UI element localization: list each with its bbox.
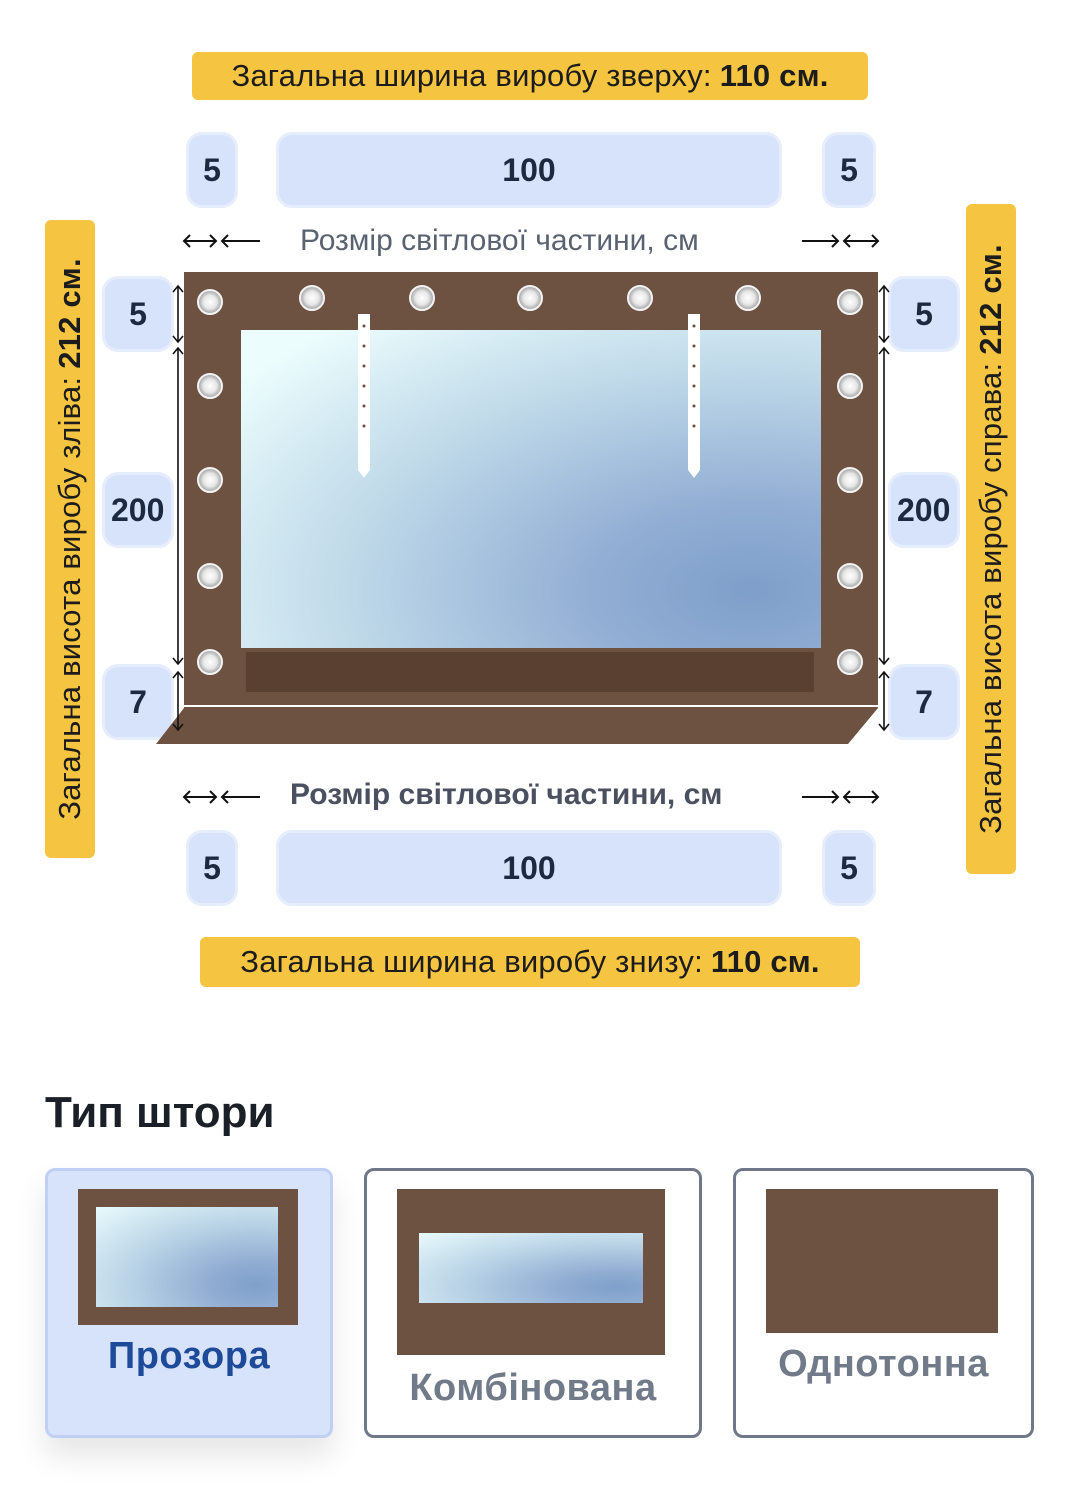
option-solid-label: Однотонна xyxy=(778,1343,989,1385)
option-combined-label: Комбінована xyxy=(409,1367,657,1409)
option-combined[interactable]: Комбінована xyxy=(364,1168,702,1438)
bottom-left-dim-field[interactable]: 5 xyxy=(186,830,238,906)
top-width-label-text: Загальна ширина виробу зверху: xyxy=(231,58,712,93)
left-bottom-dim-field[interactable]: 7 xyxy=(102,664,174,740)
light-part-caption-bottom: Розмір світлової частини, см xyxy=(284,772,729,818)
right-middle-dim-field[interactable]: 200 xyxy=(888,472,960,548)
curtain-type-title: Тип штори xyxy=(45,1088,275,1137)
top-right-arrows xyxy=(802,234,880,248)
mirror-illustration xyxy=(156,272,890,744)
top-center-dim-field[interactable]: 100 xyxy=(276,132,782,208)
bottom-right-arrows xyxy=(802,790,880,804)
right-top-dim-field[interactable]: 5 xyxy=(888,276,960,352)
left-height-label-value: 212 см. xyxy=(52,258,87,369)
light-part-caption-top: Розмір світлової частини, см xyxy=(294,218,705,264)
left-height-label-text: Загальна висота виробу зліва: xyxy=(52,376,87,820)
option-transparent-label: Прозора xyxy=(107,1335,271,1377)
top-left-arrows xyxy=(182,234,260,248)
combined-preview xyxy=(397,1189,665,1355)
option-transparent[interactable]: Прозора xyxy=(45,1168,333,1438)
left-middle-dim-field[interactable]: 200 xyxy=(102,472,174,548)
bottom-left-arrows xyxy=(182,790,260,804)
bottom-right-dim-field[interactable]: 5 xyxy=(822,830,876,906)
option-solid[interactable]: Однотонна xyxy=(733,1168,1034,1438)
transparent-preview xyxy=(78,1189,298,1325)
bottom-width-label-value: 110 см. xyxy=(710,944,820,979)
top-right-dim-field[interactable]: 5 xyxy=(822,132,876,208)
left-height-label: Загальна висота виробу зліва: 212 см. xyxy=(45,220,95,858)
right-height-label: Загальна висота виробу справа: 212 см. xyxy=(966,204,1016,874)
left-top-dim-field[interactable]: 5 xyxy=(102,276,174,352)
top-left-dim-field[interactable]: 5 xyxy=(186,132,238,208)
bottom-width-label: Загальна ширина виробу знизу: 110 см. xyxy=(200,937,860,987)
top-width-label: Загальна ширина виробу зверху: 110 см. xyxy=(192,52,868,100)
right-bottom-dim-field[interactable]: 7 xyxy=(888,664,960,740)
top-width-label-value: 110 см. xyxy=(719,58,829,93)
right-height-label-value: 212 см. xyxy=(973,244,1008,355)
solid-preview xyxy=(766,1189,998,1333)
bottom-center-dim-field[interactable]: 100 xyxy=(276,830,782,906)
bottom-width-label-text: Загальна ширина виробу знизу: xyxy=(240,944,703,979)
right-height-label-text: Загальна висота виробу справа: xyxy=(973,362,1008,834)
